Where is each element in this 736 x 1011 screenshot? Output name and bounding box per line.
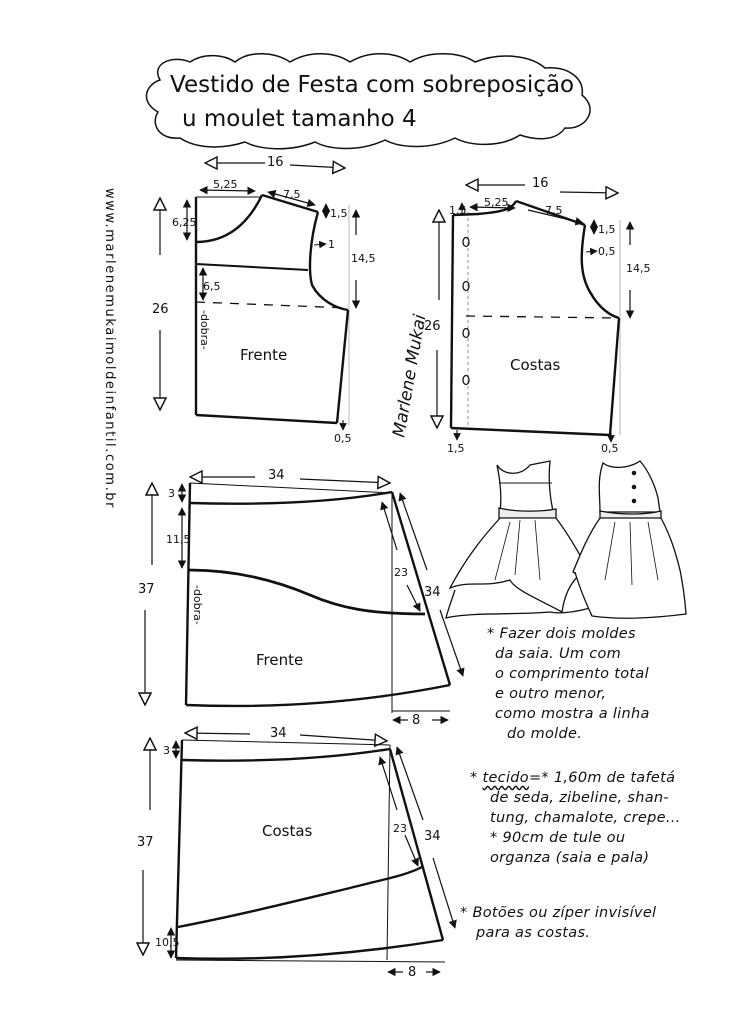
dim-shoulder-drop: 1,5 xyxy=(330,207,348,220)
dim-armhole-height: 14,5 xyxy=(626,262,651,275)
dim-shoulder: 7,5 xyxy=(545,204,563,217)
dim-hem-drop: 0,5 xyxy=(601,442,619,455)
fabric-heading: tecido xyxy=(482,770,529,786)
note-two-patterns: * Fazer dois moldes da saia. Um com o co… xyxy=(487,626,650,742)
dim-width: 34 xyxy=(270,726,287,741)
dim-shoulder-drop: 1,5 xyxy=(598,223,616,236)
dim-shoulder: 7,5 xyxy=(283,188,301,201)
website-watermark: www.marlenemukaimoldeinfantil.com.br xyxy=(102,188,117,510)
dim-side-length: 34 xyxy=(424,585,441,600)
piece-label-skirt-front: Frente xyxy=(256,651,303,669)
skirt-front-piece xyxy=(145,477,465,725)
dim-length: 26 xyxy=(152,302,169,317)
dim-tier-depth: 11,5 xyxy=(166,533,191,546)
dim-armhole-height: 14,5 xyxy=(351,252,376,265)
dim-hem-offset: 10,5 xyxy=(155,936,180,949)
bodice-front-labels: 16 5,25 7,5 1,5 6,25 6,5 1 14,5 26 0,5 F… xyxy=(152,155,376,445)
dim-width-total: 16 xyxy=(267,155,284,170)
bodice-back-labels: 16 1,5 5,25 7,5 1,5 0,5 14,5 26 1,5 0,5 … xyxy=(424,176,651,455)
skirt-front-labels: 34 3 11,5 37 23 34 8 Frente -dobra- xyxy=(138,468,441,728)
dim-flare: 8 xyxy=(412,713,420,728)
dim-neck-rise: 1,5 xyxy=(449,204,467,217)
piece-label-skirt-back: Costas xyxy=(262,822,313,840)
piece-label-back: Costas xyxy=(510,356,561,374)
dress-back-sketch xyxy=(572,460,687,619)
dim-neck-width: 5,25 xyxy=(213,178,238,191)
note-closure: * Botões ou zíper invisível para as cost… xyxy=(460,905,657,941)
fold-label: -dobra- xyxy=(198,310,211,350)
dim-length: 37 xyxy=(138,582,155,597)
dim-neck-width: 5,25 xyxy=(484,196,509,209)
note-fabric: * tecido=* 1,60m de tafetá de seda, zibe… xyxy=(470,770,681,866)
piece-label-front: Frente xyxy=(240,346,287,364)
dim-short-side: 23 xyxy=(393,822,407,835)
dim-width: 34 xyxy=(268,468,285,483)
dim-width-total: 16 xyxy=(532,176,549,191)
bodice-back-piece xyxy=(437,185,635,443)
dim-armhole-offset: 0,5 xyxy=(598,245,616,258)
title-line-2: u moulet tamanho 4 xyxy=(182,106,417,132)
skirt-back-labels: 34 3 37 23 34 10,5 8 Costas xyxy=(137,726,441,980)
dim-yoke-depth: 6,5 xyxy=(203,280,221,293)
dim-neck-depth: 6,25 xyxy=(172,216,197,229)
fold-label: -dobra- xyxy=(191,585,204,625)
dim-hem-drop: 0,5 xyxy=(334,432,352,445)
dim-short-side: 23 xyxy=(394,566,408,579)
skirt-back-piece xyxy=(143,733,457,977)
dim-side-length: 34 xyxy=(424,829,441,844)
title-cloud: Vestido de Festa com sobreposição u moul… xyxy=(145,53,591,150)
dim-flare: 8 xyxy=(408,965,416,980)
dim-length: 26 xyxy=(424,319,441,334)
dim-length: 37 xyxy=(137,835,154,850)
dim-armhole-offset: 1 xyxy=(328,238,335,251)
dim-waist-drop: 3 xyxy=(168,487,175,500)
dress-front-sketch xyxy=(445,460,591,619)
dim-waist-drop: 3 xyxy=(163,744,170,757)
title-line-1: Vestido de Festa com sobreposição xyxy=(170,72,574,98)
bodice-front-piece xyxy=(160,163,361,431)
dim-placket: 1,5 xyxy=(447,442,465,455)
